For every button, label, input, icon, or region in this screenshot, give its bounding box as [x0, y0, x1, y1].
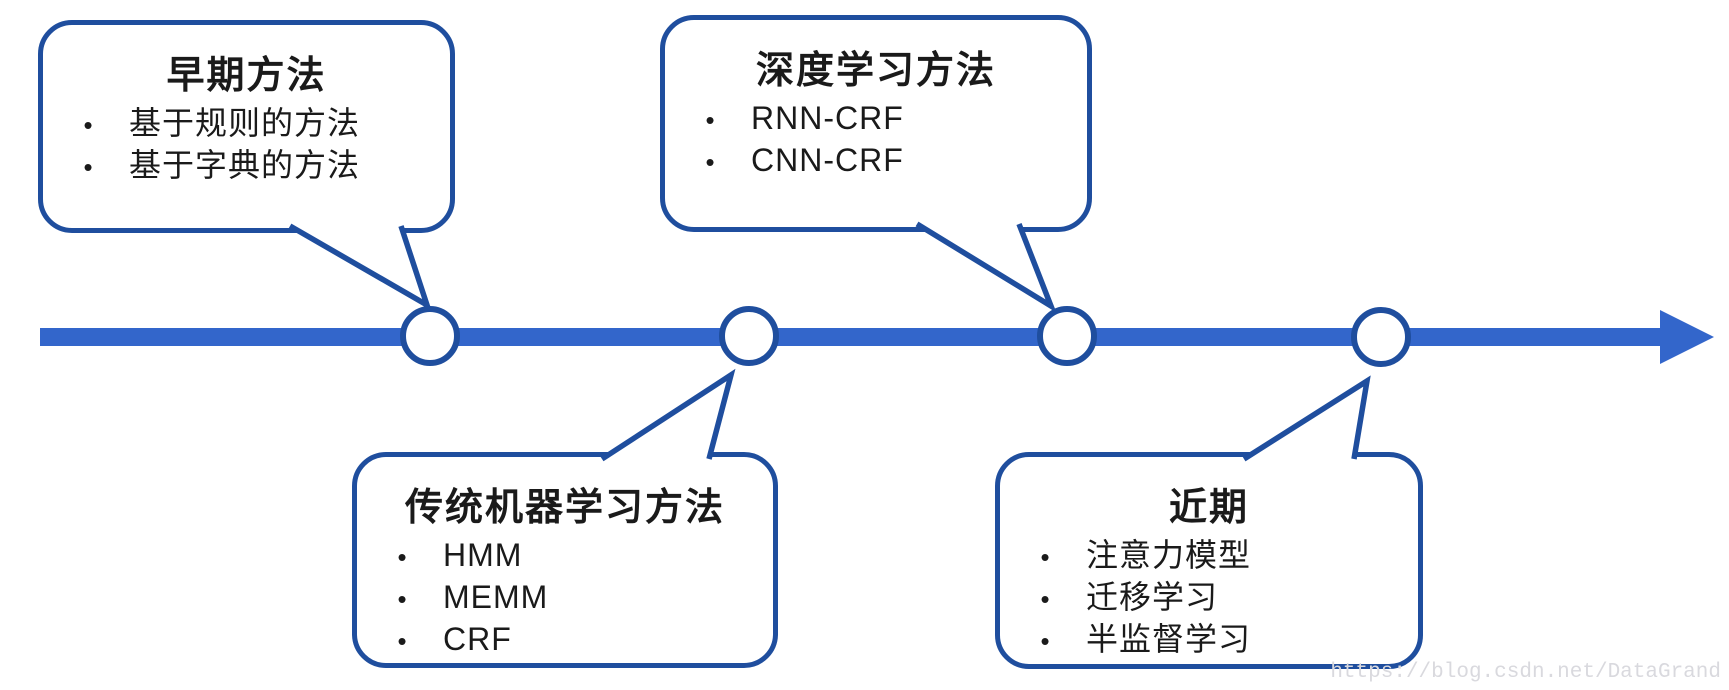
bullet-item: • 注意力模型 [1000, 535, 1418, 577]
timeline-node-1 [400, 306, 460, 366]
bullet-label: CRF [443, 621, 512, 657]
callout-traditional-ml-methods: 传统机器学习方法 • HMM • MEMM • CRF [352, 452, 778, 668]
bullet-label: MEMM [443, 579, 549, 615]
callout-recent-methods: 近期 • 注意力模型 • 迁移学习 • 半监督学习 [995, 452, 1423, 669]
callout-title: 早期方法 [166, 55, 327, 97]
bullet-label: 基于字典的方法 [129, 147, 361, 183]
bullet-label: HMM [443, 537, 523, 573]
timeline-arrowhead-icon [1660, 310, 1714, 364]
bullet-label: CNN-CRF [751, 142, 904, 178]
bullet-label: RNN-CRF [751, 100, 904, 136]
callout-title: 传统机器学习方法 [404, 487, 725, 529]
bullet-icon: • [1040, 584, 1050, 614]
callout-tail-recent [1242, 375, 1371, 462]
timeline-node-4 [1351, 307, 1411, 367]
bullet-icon: • [83, 110, 93, 140]
bullet-item: • 半监督学习 [1000, 619, 1418, 661]
timeline-node-3 [1037, 306, 1097, 366]
bullet-item: • RNN-CRF [665, 98, 1087, 140]
bullet-item: • CRF [357, 619, 773, 661]
callout-tail-early [288, 223, 432, 311]
bullet-item: • HMM [357, 535, 773, 577]
bullet-item: • 基于字典的方法 [43, 145, 450, 187]
bullet-icon: • [397, 584, 407, 614]
callout-early-methods: 早期方法 • 基于规则的方法 • 基于字典的方法 [38, 20, 455, 233]
bullet-label: 半监督学习 [1086, 621, 1252, 657]
bullet-label: 迁移学习 [1086, 579, 1219, 615]
bullet-icon: • [705, 105, 715, 135]
callout-tail-traditional [600, 368, 736, 462]
bullet-item: • 基于规则的方法 [43, 103, 450, 145]
bullet-item: • CNN-CRF [665, 140, 1087, 182]
timeline-node-2 [719, 306, 779, 366]
watermark-url: https://blog.csdn.net/DataGrand [1330, 661, 1721, 684]
bullet-item: • 迁移学习 [1000, 577, 1418, 619]
bullet-icon: • [83, 152, 93, 182]
bullet-label: 注意力模型 [1086, 537, 1252, 573]
bullet-icon: • [397, 626, 407, 656]
callout-title: 近期 [1168, 487, 1249, 529]
bullet-icon: • [1040, 542, 1050, 572]
callout-title: 深度学习方法 [755, 50, 996, 92]
timeline-bar [40, 328, 1664, 346]
bullet-icon: • [397, 542, 407, 572]
callout-tail-deep-learning [915, 221, 1057, 313]
bullet-icon: • [1040, 626, 1050, 656]
bullet-label: 基于规则的方法 [129, 105, 361, 141]
bullet-item: • MEMM [357, 577, 773, 619]
callout-deep-learning-methods: 深度学习方法 • RNN-CRF • CNN-CRF [660, 15, 1092, 232]
bullet-icon: • [705, 147, 715, 177]
